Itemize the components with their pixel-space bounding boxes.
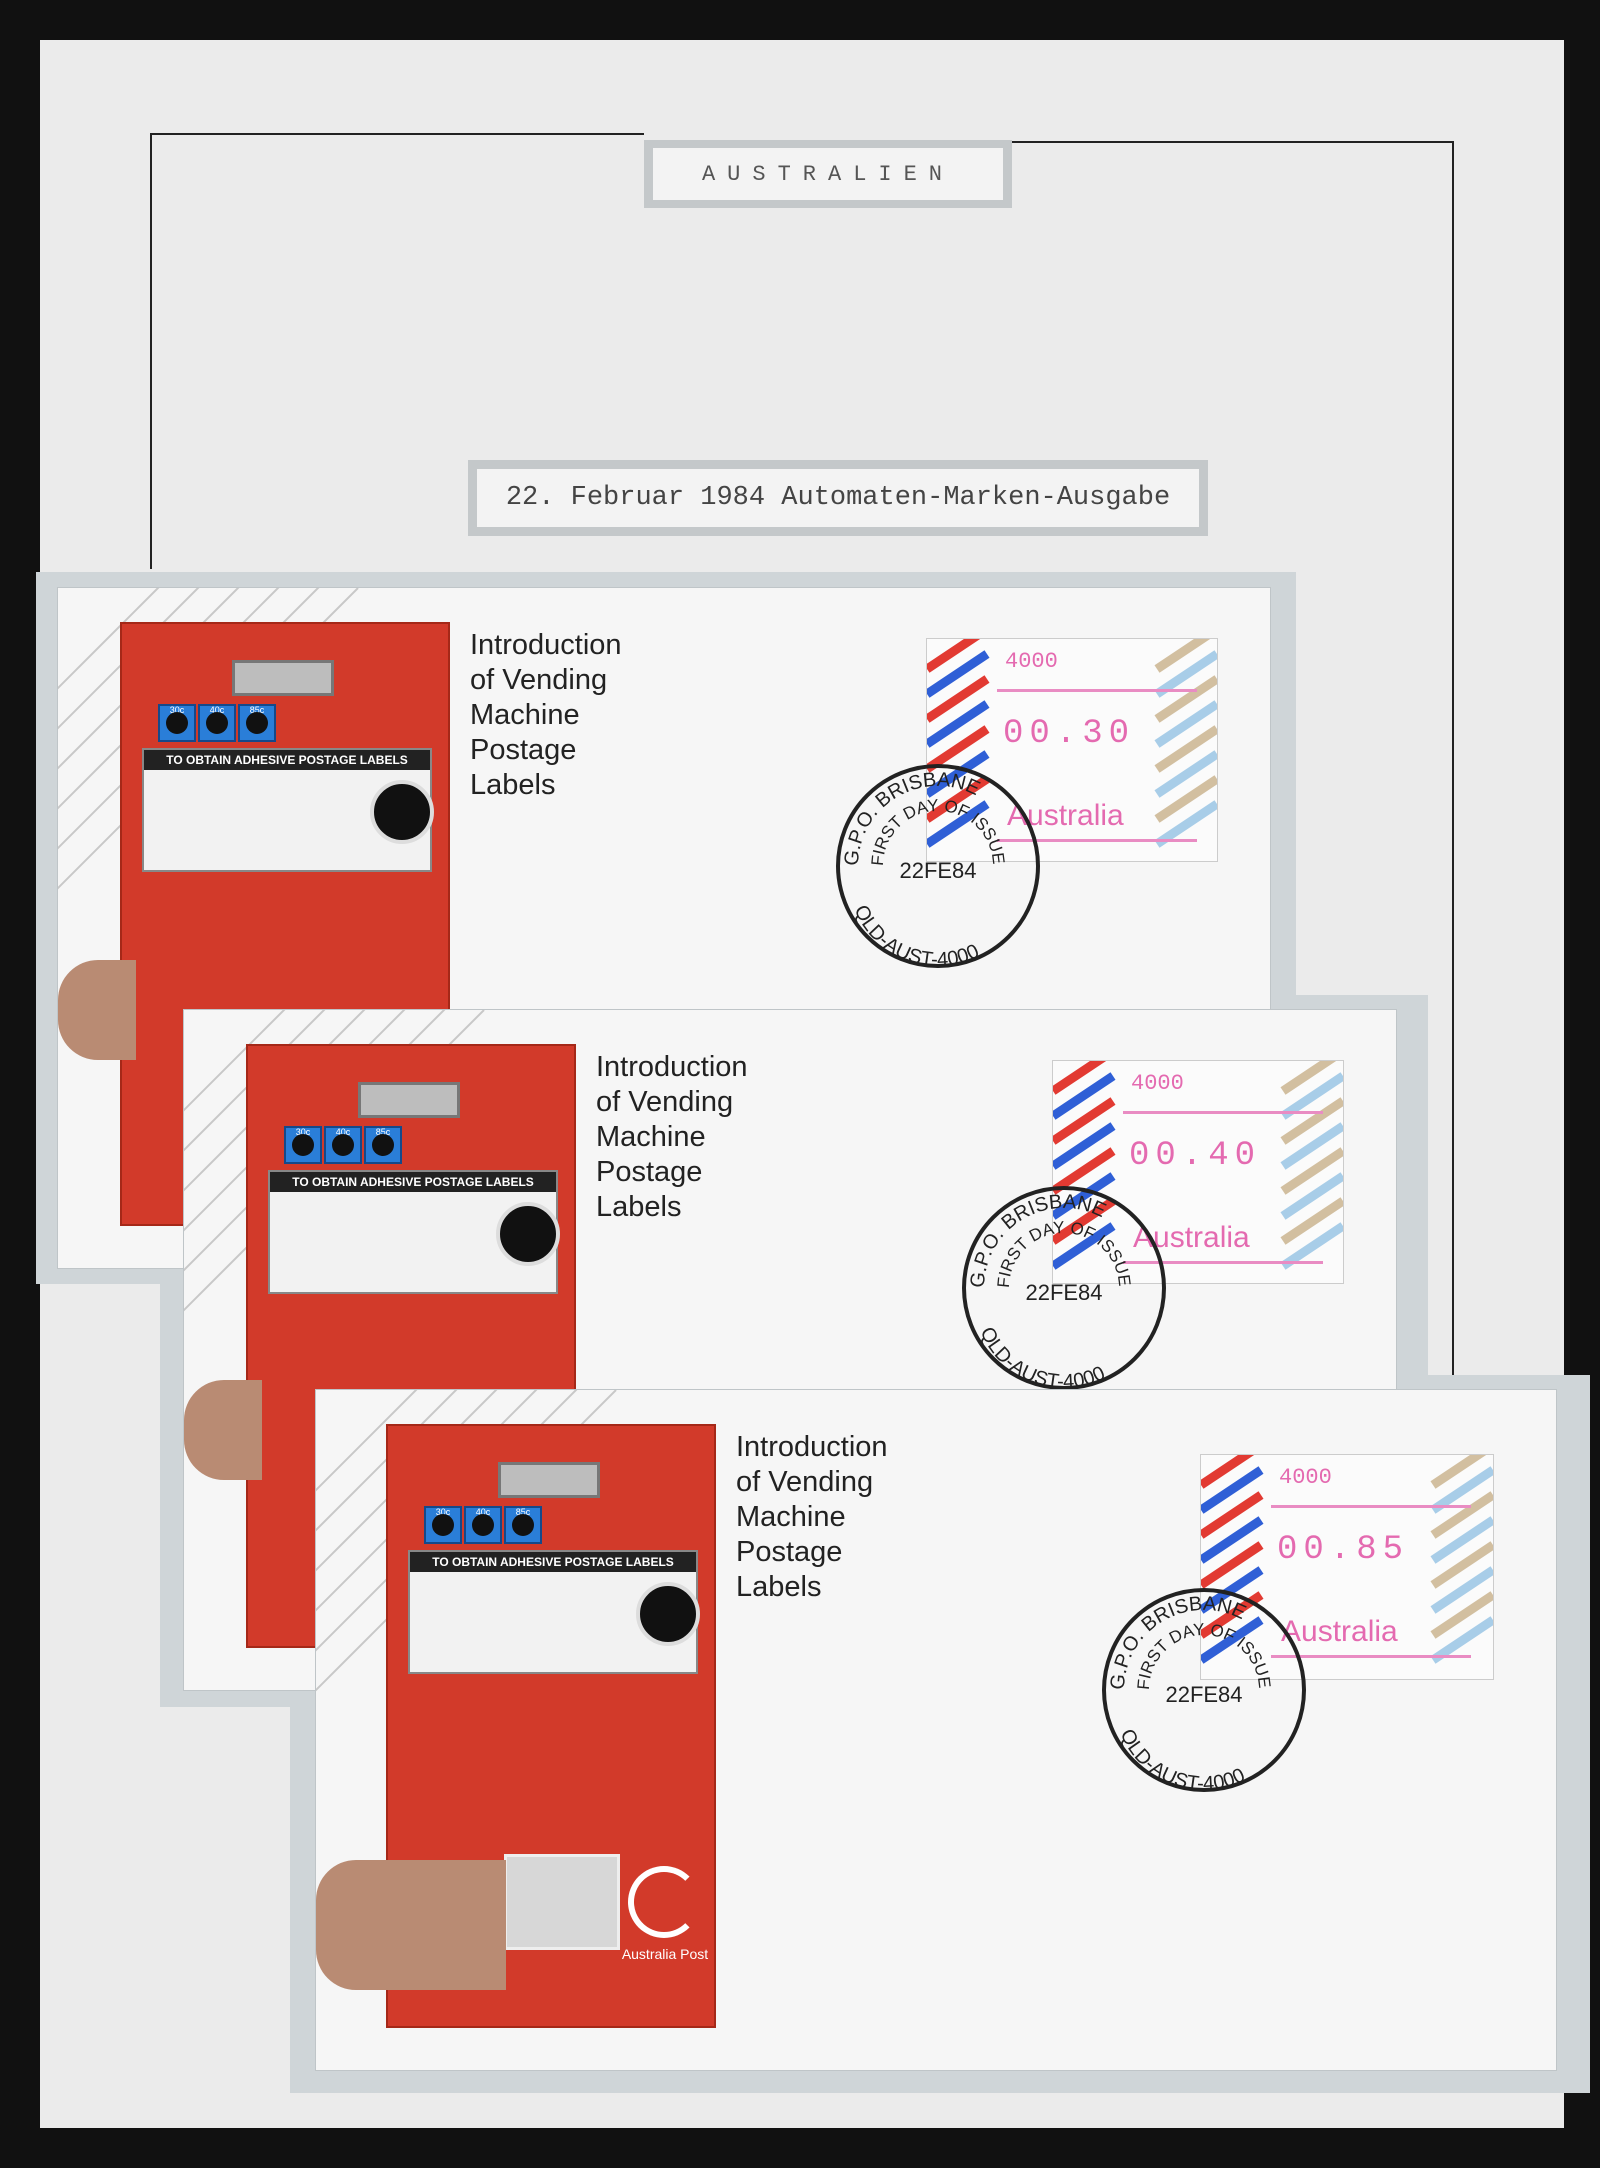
australia-post-logo-icon (628, 1866, 700, 1938)
label-country: Australia (1281, 1615, 1398, 1648)
hand-image (316, 1860, 506, 1990)
label-code: 4000 (1279, 1465, 1332, 1490)
label-code: 4000 (1131, 1071, 1184, 1096)
machine-button-40c: 40c (464, 1506, 502, 1544)
frame-top-right (1012, 141, 1452, 143)
frame-top-left (150, 133, 644, 135)
postage-label-030: 4000 00.30 Australia (926, 638, 1218, 862)
label-line (1271, 1505, 1471, 1508)
label-line-bottom (1123, 1261, 1323, 1264)
label-code: 4000 (1005, 649, 1058, 674)
postmark-brisbane: G.P.O. BRISBANE FIRST DAY OF ISSUE QLD-A… (836, 764, 1040, 972)
label-line-bottom (1271, 1655, 1471, 1658)
airmail-stripes (1053, 1061, 1343, 1270)
svg-text:QLD-AUST-4000: QLD-AUST-4000 (976, 1324, 1109, 1394)
machine-dial (636, 1582, 700, 1646)
postmark-brisbane: G.P.O. BRISBANE FIRST DAY OF ISSUE QLD-A… (1102, 1588, 1306, 1796)
postmark-brisbane: G.P.O. BRISBANE FIRST DAY OF ISSUE QLD-A… (962, 1186, 1166, 1394)
cover-3: 30c 40c 85c TO OBTAIN ADHESIVE POSTAGE L… (316, 1390, 1556, 2070)
svg-text:22FE84: 22FE84 (899, 858, 976, 883)
panel-title: TO OBTAIN ADHESIVE POSTAGE LABELS (144, 750, 430, 770)
machine-dial (370, 780, 434, 844)
header-title: AUSTRALIEN (653, 148, 1003, 200)
album-page: AUSTRALIEN 22. Februar 1984 Automaten-Ma… (36, 40, 1590, 2128)
label-value: 00.85 (1277, 1531, 1410, 1569)
label-line-bottom (997, 839, 1197, 842)
machine-display (358, 1082, 460, 1118)
panel-title: TO OBTAIN ADHESIVE POSTAGE LABELS (410, 1552, 696, 1572)
label-line (1123, 1111, 1323, 1114)
machine-button-40c: 40c (198, 704, 236, 742)
machine-dial (496, 1202, 560, 1266)
svg-text:22FE84: 22FE84 (1025, 1280, 1102, 1305)
brand-name: Australia Post (621, 1946, 709, 1962)
frame-left (150, 133, 152, 569)
hand-image (184, 1380, 262, 1480)
machine-button-30c: 30c (424, 1506, 462, 1544)
airmail-stripes (927, 639, 1217, 848)
machine-slot (504, 1854, 620, 1950)
machine-button-30c: 30c (284, 1126, 322, 1164)
svg-text:22FE84: 22FE84 (1165, 1682, 1242, 1707)
machine-button-85c: 85c (238, 704, 276, 742)
header-title-box: AUSTRALIEN (644, 140, 1012, 208)
machine-button-85c: 85c (504, 1506, 542, 1544)
machine-button-40c: 40c (324, 1126, 362, 1164)
machine-button-85c: 85c (364, 1126, 402, 1164)
machine-display (232, 660, 334, 696)
hand-image (58, 960, 136, 1060)
vending-machine-image: 30c 40c 85c TO OBTAIN ADHESIVE POSTAGE L… (386, 1424, 716, 2028)
subtitle-box: 22. Februar 1984 Automaten-Marken-Ausgab… (468, 460, 1208, 536)
svg-text:QLD-AUST-4000: QLD-AUST-4000 (1116, 1726, 1249, 1796)
machine-button-30c: 30c (158, 704, 196, 742)
subtitle: 22. Februar 1984 Automaten-Marken-Ausgab… (477, 469, 1199, 527)
svg-text:QLD-AUST-4000: QLD-AUST-4000 (850, 902, 983, 972)
label-line (997, 689, 1197, 692)
label-value: 00.30 (1003, 715, 1136, 753)
machine-display (498, 1462, 600, 1498)
frame-right (1452, 141, 1454, 1381)
label-value: 00.40 (1129, 1137, 1262, 1175)
panel-title: TO OBTAIN ADHESIVE POSTAGE LABELS (270, 1172, 556, 1192)
